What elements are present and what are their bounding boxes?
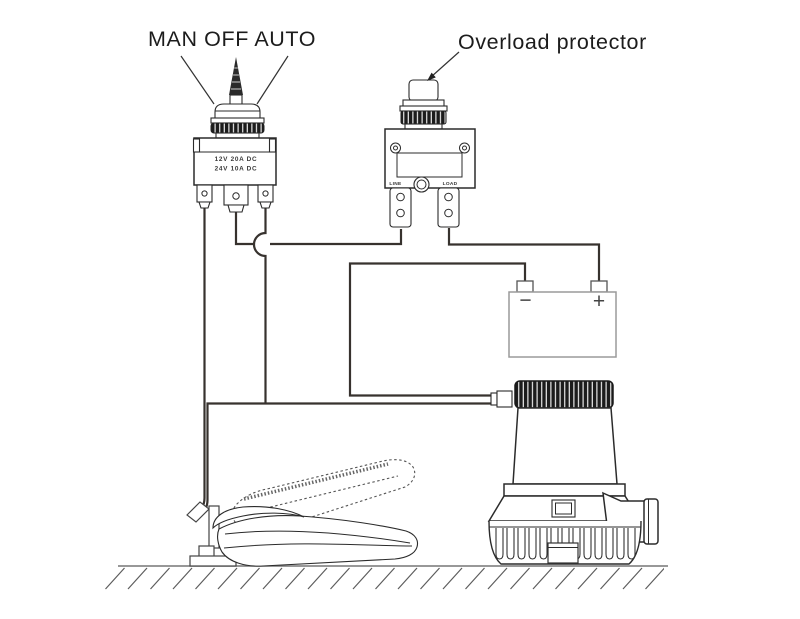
protector-screw-right-center — [462, 145, 467, 151]
float-switch-hinge-cover — [212, 506, 305, 530]
switch-knurled-ring — [210, 122, 265, 134]
toggle-lever — [229, 57, 243, 95]
annotations: MAN OFF AUTO Overload protector — [148, 27, 647, 105]
float-switch-body-crease2 — [223, 543, 413, 549]
protector-arrowhead — [427, 72, 436, 81]
protector-screw-right — [459, 142, 470, 154]
wire-float-switch-to-pump — [195, 402, 494, 520]
switch-mount-ear-right — [268, 138, 277, 153]
wire-switch-center-to-protector-line — [234, 212, 403, 246]
protector-label-window — [396, 152, 463, 178]
protector-body — [384, 128, 476, 189]
wire-protector-load-to-battery-positive — [447, 228, 601, 282]
battery: − + — [508, 280, 617, 358]
pump-outlet-flange — [643, 498, 659, 545]
float-switch-wire-clamp — [186, 501, 210, 523]
float-switch-body — [217, 515, 419, 567]
toggle-lever-ridges — [230, 67, 242, 90]
bilge-pump — [487, 380, 659, 565]
pump-housing-tab-inner — [555, 502, 572, 515]
switch-rating-line2: 24V 10A DC — [215, 166, 258, 173]
switch-terminals — [196, 184, 274, 213]
switch-mount-ear-left — [192, 138, 201, 153]
protector-line-label: LINE — [389, 181, 402, 187]
protector-collar — [399, 105, 448, 112]
pump-wire-ferrule — [490, 392, 498, 406]
overload-protector-label: Overload protector — [458, 30, 647, 54]
pump-housing-tab — [551, 499, 576, 518]
float-switch-body-crease — [224, 530, 411, 544]
protector-load-label: LOAD — [443, 181, 458, 187]
float-switch — [186, 459, 419, 567]
protector-arrow-line — [430, 51, 460, 78]
protector-terminals — [389, 187, 460, 228]
protector-button — [408, 79, 439, 102]
switch-bezel-lip — [210, 117, 265, 124]
battery-negative-symbol: − — [519, 289, 531, 312]
pump-body — [512, 407, 618, 485]
ground — [104, 565, 668, 590]
leader-line-right — [256, 55, 289, 105]
protector-center-boss-inner — [416, 179, 427, 190]
wire-man-to-float-switch — [192, 208, 206, 518]
ground-hatching — [104, 567, 664, 590]
protector-screw-left-center — [393, 145, 398, 151]
protector-screw-left — [390, 142, 401, 154]
battery-positive-symbol: + — [593, 290, 605, 313]
switch-positions-label: MAN OFF AUTO — [148, 27, 316, 51]
wire-auto-terminal-with-hop — [252, 208, 267, 404]
switch-rating-line1: 12V 20A DC — [215, 156, 258, 163]
battery-case — [508, 291, 617, 358]
protector-center-boss — [413, 176, 430, 193]
pump-ribbed-cap — [514, 380, 614, 409]
float-switch-raised-position — [231, 459, 416, 534]
protector-knurled-ring — [400, 110, 447, 125]
wire-battery-negative-to-pump — [348, 262, 527, 397]
overload-protector: LINE LOAD — [384, 79, 476, 228]
pump-strainer-center-plate — [547, 542, 579, 564]
float-switch-bracket-step — [198, 545, 215, 558]
toggle-switch: 12V 20A DC 24V 10A DC — [192, 57, 277, 213]
leader-line-left — [180, 55, 215, 105]
pump-wire-connector — [496, 390, 513, 408]
